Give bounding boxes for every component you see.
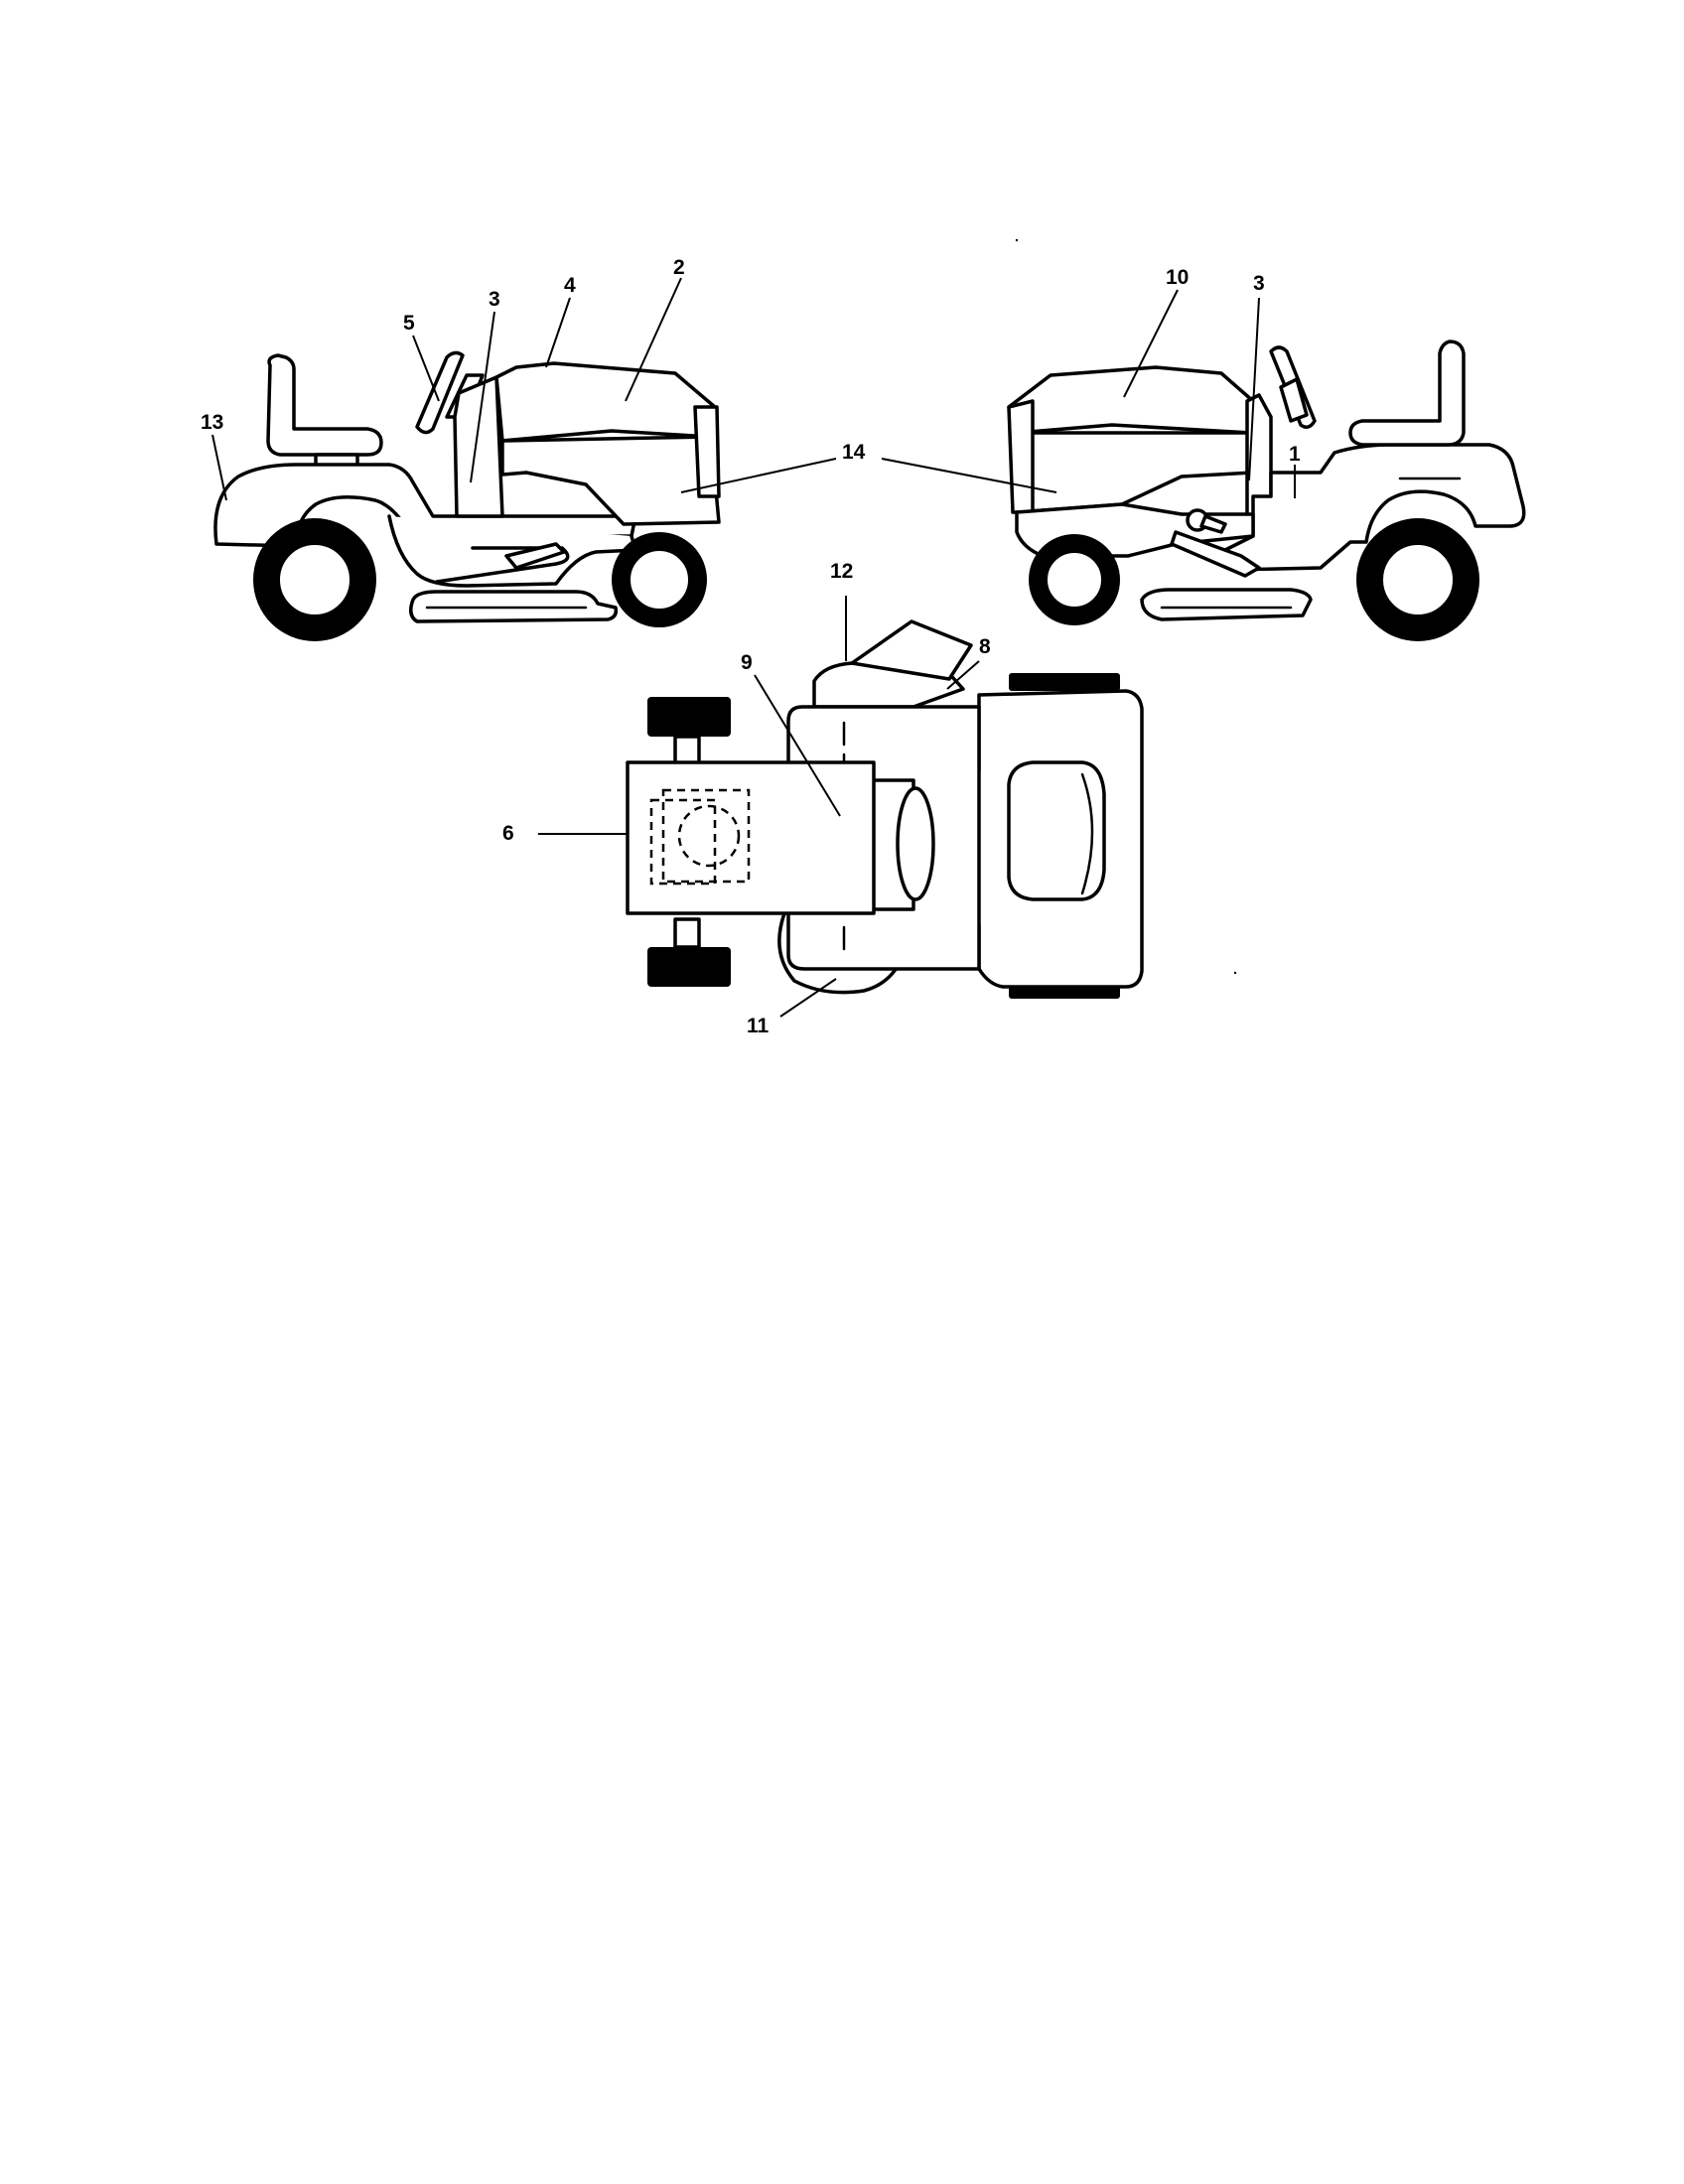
- leader-4: [545, 297, 571, 368]
- leader-3-left: [470, 311, 495, 483]
- callout-1: 1: [1289, 443, 1301, 466]
- mower-deck-right: [1140, 588, 1313, 621]
- callout-3-left: 3: [489, 288, 500, 311]
- rear-hub-right: [1381, 543, 1455, 616]
- hood-top: [626, 760, 876, 915]
- left-side-tractor-view: [213, 350, 721, 641]
- hood-left: [494, 361, 717, 443]
- leader-2: [625, 277, 682, 402]
- steering-column-right: [1279, 377, 1309, 423]
- steering-wheel-top: [896, 786, 935, 901]
- speck-1: [1015, 238, 1019, 242]
- leader-14-left: [680, 458, 837, 493]
- engine-outline-inner-top: [649, 798, 717, 886]
- footrest-right: [1170, 530, 1261, 578]
- front-tire-top-upper: [647, 697, 731, 737]
- axle-top-lower: [673, 917, 701, 949]
- leader-11: [779, 978, 837, 1018]
- engine-circle-top: [677, 804, 741, 868]
- front-tire-top-lower: [647, 947, 731, 987]
- footpedal-left: [504, 542, 566, 570]
- callout-labels: 13 5 3 4 2 14 10 3 1 12 8 9 6 11: [201, 256, 1301, 1037]
- callout-9: 9: [741, 651, 753, 674]
- callout-12: 12: [830, 560, 853, 583]
- seat-back-top: [1080, 772, 1094, 895]
- leader-9: [754, 674, 841, 817]
- seat-right: [1348, 340, 1466, 447]
- front-hub-right: [1046, 551, 1103, 609]
- seat-top: [1007, 760, 1106, 901]
- callout-13: 13: [201, 411, 223, 434]
- leader-8: [946, 660, 980, 690]
- callout-3-right: 3: [1253, 272, 1265, 295]
- rear-tire-top-upper: [1009, 673, 1120, 691]
- chute-guard-top: [850, 619, 973, 681]
- leader-5: [412, 335, 440, 402]
- speck-2: [1233, 971, 1237, 975]
- right-side-tractor-view: [1007, 340, 1526, 641]
- grille-left: [693, 405, 721, 498]
- seat-left: [266, 353, 383, 457]
- leader-lines: [211, 277, 1296, 1018]
- callout-5: 5: [403, 312, 415, 335]
- callout-8: 8: [979, 635, 991, 658]
- rear-hub-left: [278, 543, 351, 616]
- callout-2: 2: [673, 256, 685, 279]
- leader-10: [1123, 289, 1179, 398]
- leader-14-right: [881, 458, 1057, 493]
- hood-lower-right: [1015, 431, 1255, 514]
- callout-11: 11: [747, 1015, 770, 1037]
- callout-4: 4: [564, 274, 576, 297]
- hood-lower-left: [500, 435, 721, 526]
- top-view-tractor: [626, 619, 1144, 999]
- dash-tower-left: [453, 375, 504, 518]
- front-hub-left: [629, 549, 690, 611]
- hood-right: [1007, 365, 1255, 435]
- leader-3-right: [1248, 297, 1260, 481]
- callout-10: 10: [1166, 266, 1189, 289]
- engine-outline-top: [661, 788, 751, 884]
- callout-14: 14: [842, 441, 866, 464]
- lift-lever-right: [1199, 514, 1227, 534]
- steering-wheel-left: [415, 350, 465, 435]
- callout-6: 6: [502, 822, 514, 845]
- leader-13: [211, 434, 227, 501]
- rear-body-left: [213, 463, 637, 548]
- grille-right: [1007, 399, 1035, 514]
